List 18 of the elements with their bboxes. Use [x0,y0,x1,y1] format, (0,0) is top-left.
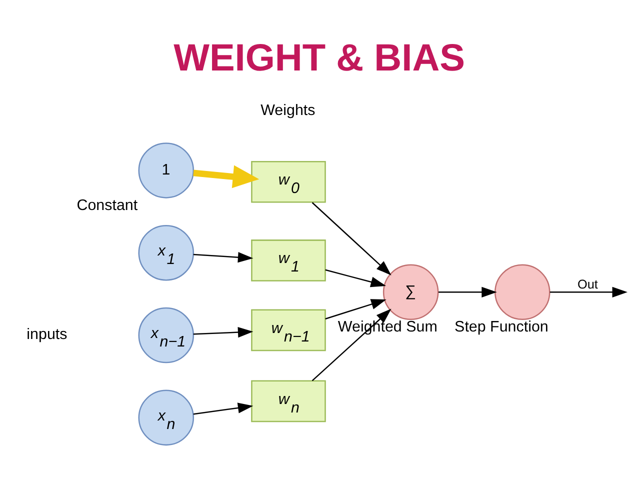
label: Weights [260,101,316,118]
node-label: Constant [76,196,138,214]
arrow [438,286,497,297]
arrow [325,268,386,287]
node-circle: ∑ [382,264,439,320]
label: inputs [26,326,68,343]
node-circle: 1 [138,142,194,198]
edge-label: Out [578,276,598,291]
arrow [312,202,392,275]
arrow [193,326,254,338]
node-label: Step Function [454,318,548,336]
arrow [193,402,254,414]
diagram-title: WEIGHT & BIAS [174,36,466,79]
arrow [325,298,386,319]
arrow [193,252,254,262]
arrow [193,164,260,188]
arrow [550,286,628,297]
node-circle [494,264,550,320]
